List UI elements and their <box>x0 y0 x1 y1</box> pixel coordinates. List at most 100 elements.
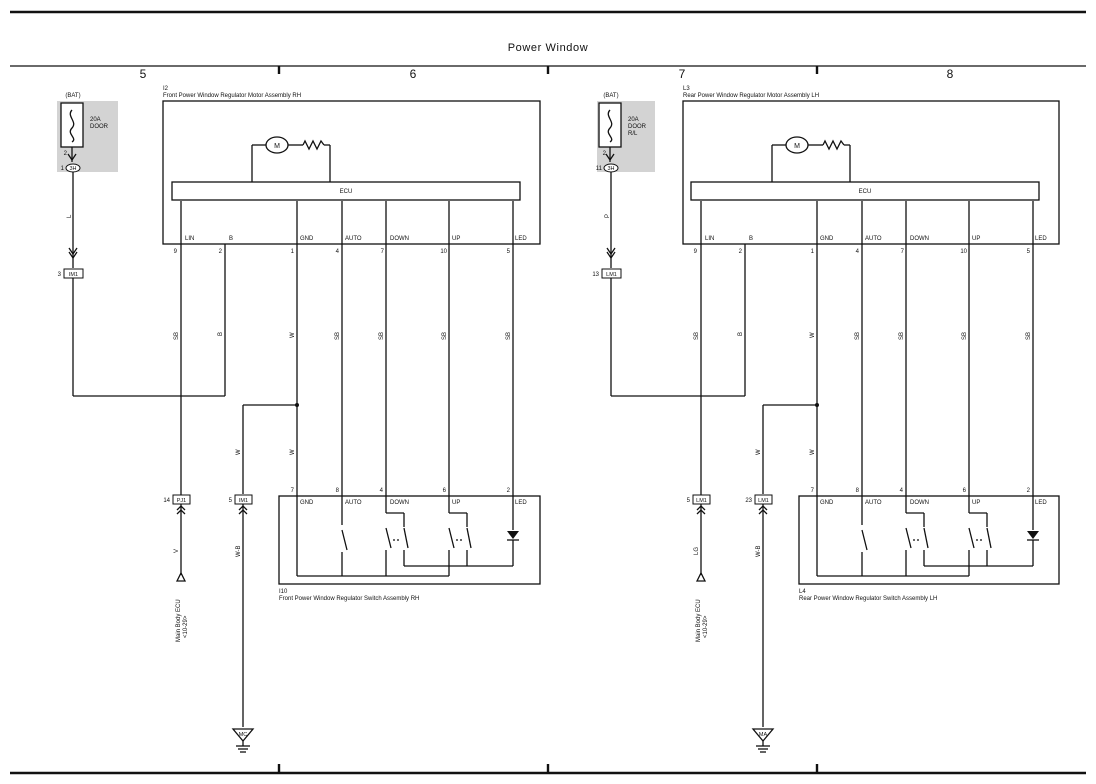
switch-label: DOWN <box>910 500 929 506</box>
connector: IM1 <box>239 498 248 504</box>
led-icon <box>507 531 519 539</box>
pin-label: LIN <box>185 236 194 242</box>
junction-pin: 13 <box>592 272 599 278</box>
wire-color: SB <box>1026 332 1032 340</box>
switch-pin: 6 <box>443 488 447 494</box>
pin-label: LIN <box>705 236 714 242</box>
wire-color: W <box>290 332 296 338</box>
motor-symbol: M <box>274 143 280 150</box>
wire-color: W <box>810 332 816 338</box>
ecu-label: ECU <box>859 189 872 195</box>
battery-label: (BAT) <box>65 93 80 99</box>
switch-contact <box>466 527 472 549</box>
pin-number: 7 <box>381 249 385 255</box>
switch-assembly-id: I10 <box>279 589 288 595</box>
fuse-name: DOOR <box>628 124 647 130</box>
wire-color: SB <box>694 332 700 340</box>
switch-label: LED <box>1035 500 1047 506</box>
switch-label: UP <box>972 500 980 506</box>
switch-label: AUTO <box>345 500 362 506</box>
pin-number: 1 <box>811 249 815 255</box>
motor-assembly-name: Rear Power Window Regulator Motor Assemb… <box>683 93 819 99</box>
fuse-connector: 3H <box>607 166 614 172</box>
switch-pin: 6 <box>963 488 967 494</box>
motor-assembly-id: I2 <box>163 86 169 92</box>
wire-color: W-B <box>756 545 762 557</box>
ground-icon <box>751 728 775 743</box>
ground-label: MA <box>759 732 768 738</box>
fuse-icon <box>69 109 75 143</box>
fuse-name: DOOR <box>90 124 109 130</box>
wire-color: SB <box>506 332 512 340</box>
pin-label: B <box>229 236 233 242</box>
pin-label: UP <box>452 236 460 242</box>
resistor-icon <box>302 139 325 151</box>
connector: LM1 <box>696 498 707 504</box>
ecu-reference: Main Body ECU <box>696 599 702 642</box>
switch-assembly: 7 8 4 6 2 GND AUTO DOWN UP LED <box>278 488 541 602</box>
wire-color: B <box>218 332 224 336</box>
fuse-pin-number: 2 <box>64 151 68 157</box>
switch-pin: 8 <box>336 488 340 494</box>
switch-pin: 4 <box>900 488 904 494</box>
switch-pin: 7 <box>291 488 295 494</box>
wire-color: W <box>236 449 242 455</box>
pin-label: DOWN <box>910 236 929 242</box>
fuse-pin-number: 2 <box>603 151 607 157</box>
switch-contact <box>923 527 929 549</box>
fuse-name-extra: R/L <box>628 131 638 137</box>
wire-color: V <box>174 549 180 553</box>
fuse-connector: 3H <box>69 166 76 172</box>
switch-label: DOWN <box>390 500 409 506</box>
pin-number: 9 <box>694 249 698 255</box>
ecu-reference: Main Body ECU <box>176 599 182 642</box>
connector-pin: 23 <box>745 498 752 504</box>
wire-color: L <box>67 214 73 218</box>
column-number: 5 <box>140 67 147 81</box>
wire-color: SB <box>335 332 341 340</box>
pin-number: 2 <box>219 249 223 255</box>
fuse-connector-pin: 1 <box>61 166 65 172</box>
motor-assembly: L3 Rear Power Window Regulator Motor Ass… <box>682 86 1060 245</box>
fuse-rating: 20A <box>90 117 101 123</box>
switch-assembly-name: Front Power Window Regulator Switch Asse… <box>279 596 419 602</box>
motor-assembly-id: L3 <box>683 86 690 92</box>
pin-number: 2 <box>739 249 743 255</box>
column-number: 6 <box>410 67 417 81</box>
switch-label: GND <box>820 500 834 506</box>
switch-assembly-name: Rear Power Window Regulator Switch Assem… <box>799 596 937 602</box>
wire-color: SB <box>962 332 968 340</box>
switch-contact <box>986 527 992 549</box>
switch-label: AUTO <box>865 500 882 506</box>
column-number: 8 <box>947 67 954 81</box>
pin-label: B <box>749 236 753 242</box>
switch-contact <box>403 527 409 549</box>
connector-pin: 5 <box>229 498 233 504</box>
pin-number: 10 <box>440 249 447 255</box>
switch-pin: 7 <box>811 488 815 494</box>
connector-pin: 5 <box>687 498 691 504</box>
motor-assembly-name: Front Power Window Regulator Motor Assem… <box>163 93 301 99</box>
fuse-block: (BAT) 20A DOOR 2 3H 1 <box>57 93 118 173</box>
fuse-rating: 20A <box>628 117 639 123</box>
wire-color: SB <box>174 332 180 340</box>
column-number: 7 <box>679 67 686 81</box>
motor-symbol: M <box>794 143 800 150</box>
switch-label: GND <box>300 500 314 506</box>
ecu-reference: <10-29> <box>703 615 709 638</box>
wire-color: W <box>290 449 296 455</box>
wire-color: W <box>756 449 762 455</box>
pin-number: 4 <box>336 249 340 255</box>
led-icon <box>1027 531 1039 539</box>
pin-label: DOWN <box>390 236 409 242</box>
fuse-icon <box>607 109 613 143</box>
switch-pin: 8 <box>856 488 860 494</box>
pin-number: 1 <box>291 249 295 255</box>
pin-label: AUTO <box>345 236 362 242</box>
pin-number: 9 <box>174 249 178 255</box>
wire-color: SB <box>855 332 861 340</box>
pin-label: GND <box>300 236 314 242</box>
wire-color: B <box>738 332 744 336</box>
switch-contact <box>905 527 912 549</box>
